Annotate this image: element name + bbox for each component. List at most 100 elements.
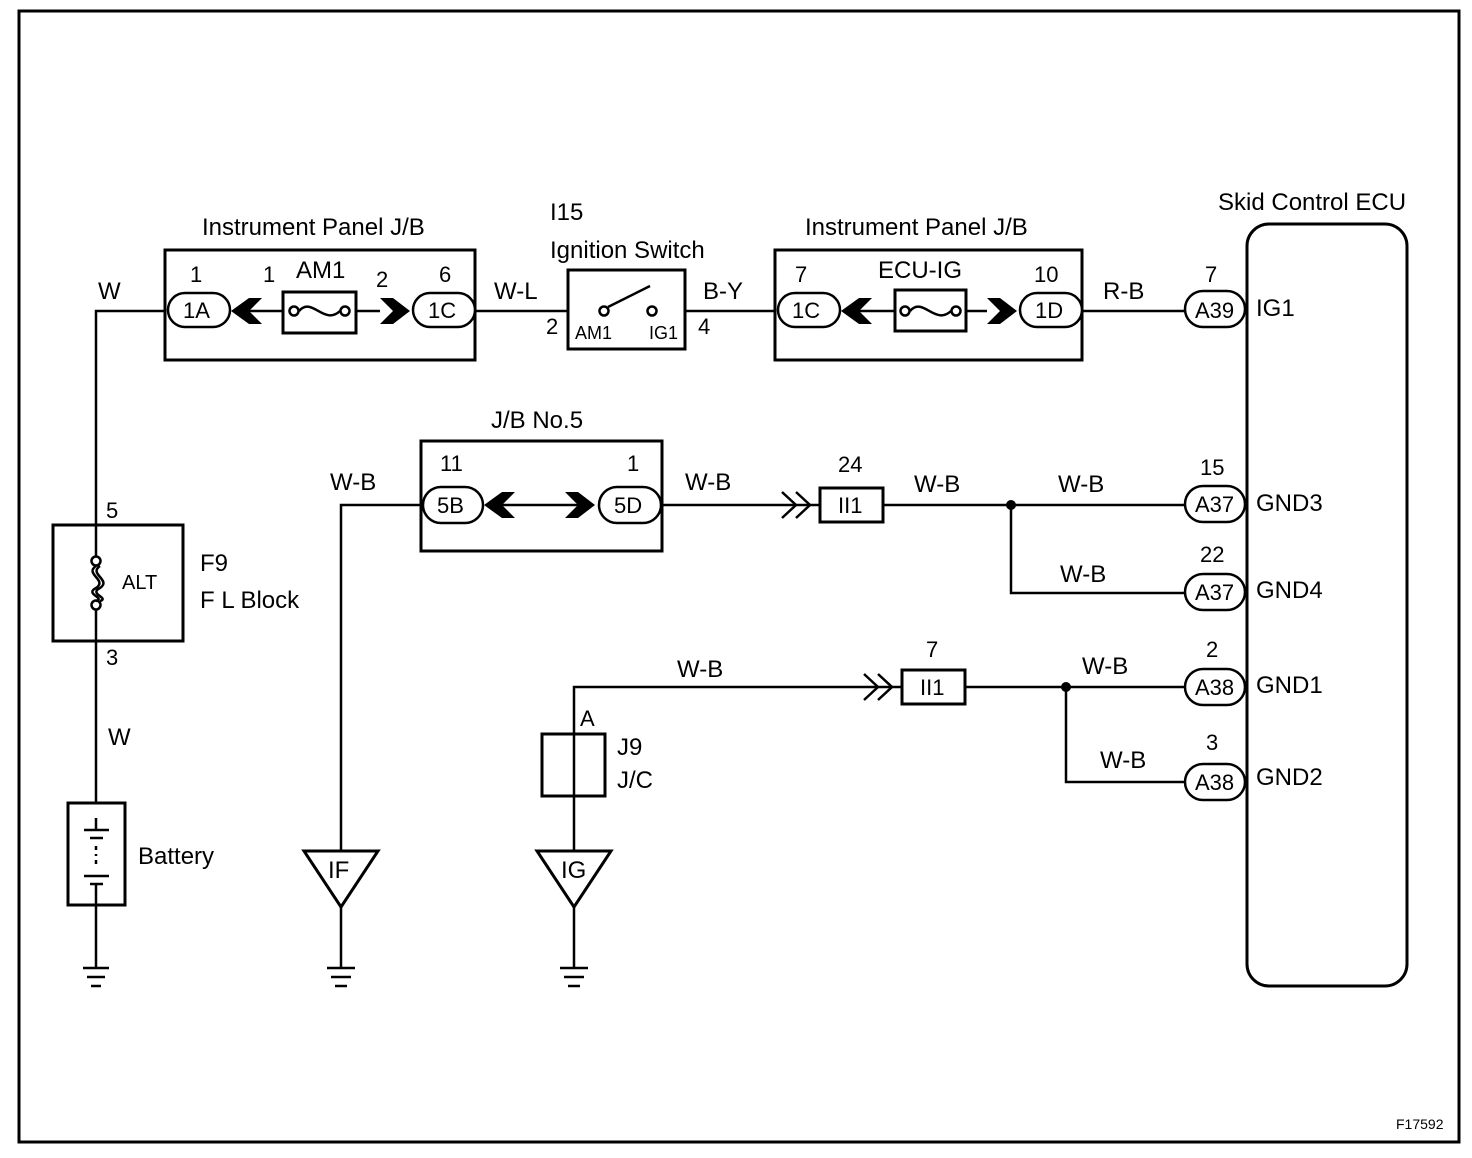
pin-ii1-b: 7 xyxy=(926,637,938,662)
arrow-1c-left xyxy=(380,298,410,324)
ip-jb-left-title: Instrument Panel J/B xyxy=(202,214,425,241)
connector-ii1-a-label: II1 xyxy=(838,493,862,518)
ecu-title: Skid Control ECU xyxy=(1218,189,1406,216)
connector-1c-left-label: 1C xyxy=(428,298,456,323)
ip-jb-right-title: Instrument Panel J/B xyxy=(805,214,1028,241)
switch-am1-label: AM1 xyxy=(575,323,612,343)
pin-a37-2: 22 xyxy=(1200,542,1224,567)
connector-1c-left xyxy=(411,291,477,329)
wire-label-by: B-Y xyxy=(703,278,743,305)
connector-5b-label: 5B xyxy=(437,493,464,518)
pin-f9-bot: 3 xyxy=(106,645,118,670)
wire-wb-gnd2 xyxy=(1064,687,1185,784)
figure-id: F17592 xyxy=(1396,1116,1444,1132)
chassis-ground-if xyxy=(327,966,355,988)
fl-block-box xyxy=(51,523,185,643)
arrow-1a xyxy=(231,298,262,324)
ignition-switch-box xyxy=(566,268,687,351)
diagram-frame xyxy=(17,9,1461,1144)
jb5-box xyxy=(419,439,664,553)
j9-code: J9 xyxy=(617,734,642,761)
connector-a37-1-label: A37 xyxy=(1195,492,1234,517)
connector-a38-1-label: A38 xyxy=(1195,675,1234,700)
j9-pin-a: A xyxy=(580,706,595,731)
wire-label-w-bot: W xyxy=(108,724,131,751)
wire-wb-gnd4 xyxy=(1009,505,1185,595)
wire-label-wb-jb5-out: W-B xyxy=(685,469,731,496)
connector-a39 xyxy=(1183,289,1247,329)
skid-control-ecu-box xyxy=(1245,222,1409,988)
chassis-ground-battery xyxy=(83,966,109,988)
pin-switch-out: 4 xyxy=(698,314,710,339)
pin-switch-in: 2 xyxy=(546,314,558,339)
f9-code: F9 xyxy=(200,550,228,577)
pin-5d: 1 xyxy=(627,451,639,476)
wire-label-w-top: W xyxy=(98,278,121,305)
connector-a39-label: A39 xyxy=(1195,298,1234,323)
ground-point-if xyxy=(301,849,381,910)
wire-w-top xyxy=(94,309,165,525)
connector-1c-right-label: 1C xyxy=(792,298,820,323)
i15-name: Ignition Switch xyxy=(550,237,705,264)
arrow-1d xyxy=(987,298,1017,324)
f9-name: F L Block xyxy=(200,587,300,614)
pin-am1-out: 2 xyxy=(376,267,388,292)
fuse-alt-label: ALT xyxy=(122,572,157,594)
ecu-terminal-gnd3: GND3 xyxy=(1256,490,1323,517)
wire-label-wb-jb5-in: W-B xyxy=(330,469,376,496)
wire-label-wb-ii1a: W-B xyxy=(914,471,960,498)
ground-point-ig-label: IG xyxy=(561,857,586,884)
wire-label-wb-gnd2: W-B xyxy=(1100,747,1146,774)
i15-code: I15 xyxy=(550,199,583,226)
pin-am1-in: 1 xyxy=(263,262,275,287)
connector-5d-label: 5D xyxy=(614,493,642,518)
pin-1a: 1 xyxy=(190,262,202,287)
fuse-am1-label: AM1 xyxy=(296,257,345,284)
battery-label: Battery xyxy=(138,843,214,870)
fuse-ecuig-label: ECU-IG xyxy=(878,257,962,284)
pin-1c-right: 7 xyxy=(795,262,807,287)
connector-1a-label: 1A xyxy=(183,298,210,323)
connector-a38-2-label: A38 xyxy=(1195,770,1234,795)
ecu-terminal-gnd2: GND2 xyxy=(1256,764,1323,791)
switch-blade xyxy=(607,284,651,309)
connector-ii1-b-label: II1 xyxy=(920,675,944,700)
j9-name: J/C xyxy=(617,767,653,794)
pin-a39: 7 xyxy=(1205,262,1217,287)
pin-1d: 10 xyxy=(1034,262,1058,287)
wire-label-wl: W-L xyxy=(494,278,538,305)
ground-point-if-label: IF xyxy=(328,857,349,884)
wire-label-wb-gnd1: W-B xyxy=(1082,653,1128,680)
arrow-5d xyxy=(565,492,595,518)
ecu-terminal-gnd4: GND4 xyxy=(1256,577,1323,604)
connector-1d-label: 1D xyxy=(1035,298,1063,323)
wire-label-wb-gnd4: W-B xyxy=(1060,561,1106,588)
pin-ii1-a: 24 xyxy=(838,452,862,477)
connector-a37-2-label: A37 xyxy=(1195,580,1234,605)
ground-point-ig xyxy=(534,849,614,910)
connector-5b xyxy=(421,485,485,525)
pin-a37-1: 15 xyxy=(1200,455,1224,480)
connector-1c-right xyxy=(776,291,842,329)
jb5-title: J/B No.5 xyxy=(491,407,583,434)
pin-5b: 11 xyxy=(440,451,463,476)
pin-a38-1: 2 xyxy=(1206,637,1218,662)
ecu-terminal-ig1: IG1 xyxy=(1256,295,1295,322)
connector-1a xyxy=(166,291,232,329)
wire-wb-ig xyxy=(572,685,902,734)
fuse-am1 xyxy=(281,290,358,335)
wire-wb-jb5-in xyxy=(339,503,421,851)
arrow-5b xyxy=(484,492,515,518)
pin-f9-top: 5 xyxy=(106,498,118,523)
connector-5d xyxy=(597,485,663,525)
pin-1c-left: 6 xyxy=(439,262,451,287)
fusible-link-alt xyxy=(91,564,101,603)
chassis-ground-ig xyxy=(560,966,588,988)
switch-ig1-label: IG1 xyxy=(649,323,678,343)
wire-label-wb-gnd3: W-B xyxy=(1058,471,1104,498)
wire-label-rb: R-B xyxy=(1103,278,1144,305)
pin-a38-2: 3 xyxy=(1206,730,1218,755)
wire-label-wb-ig: W-B xyxy=(677,656,723,683)
arrow-1c-right xyxy=(841,298,872,324)
